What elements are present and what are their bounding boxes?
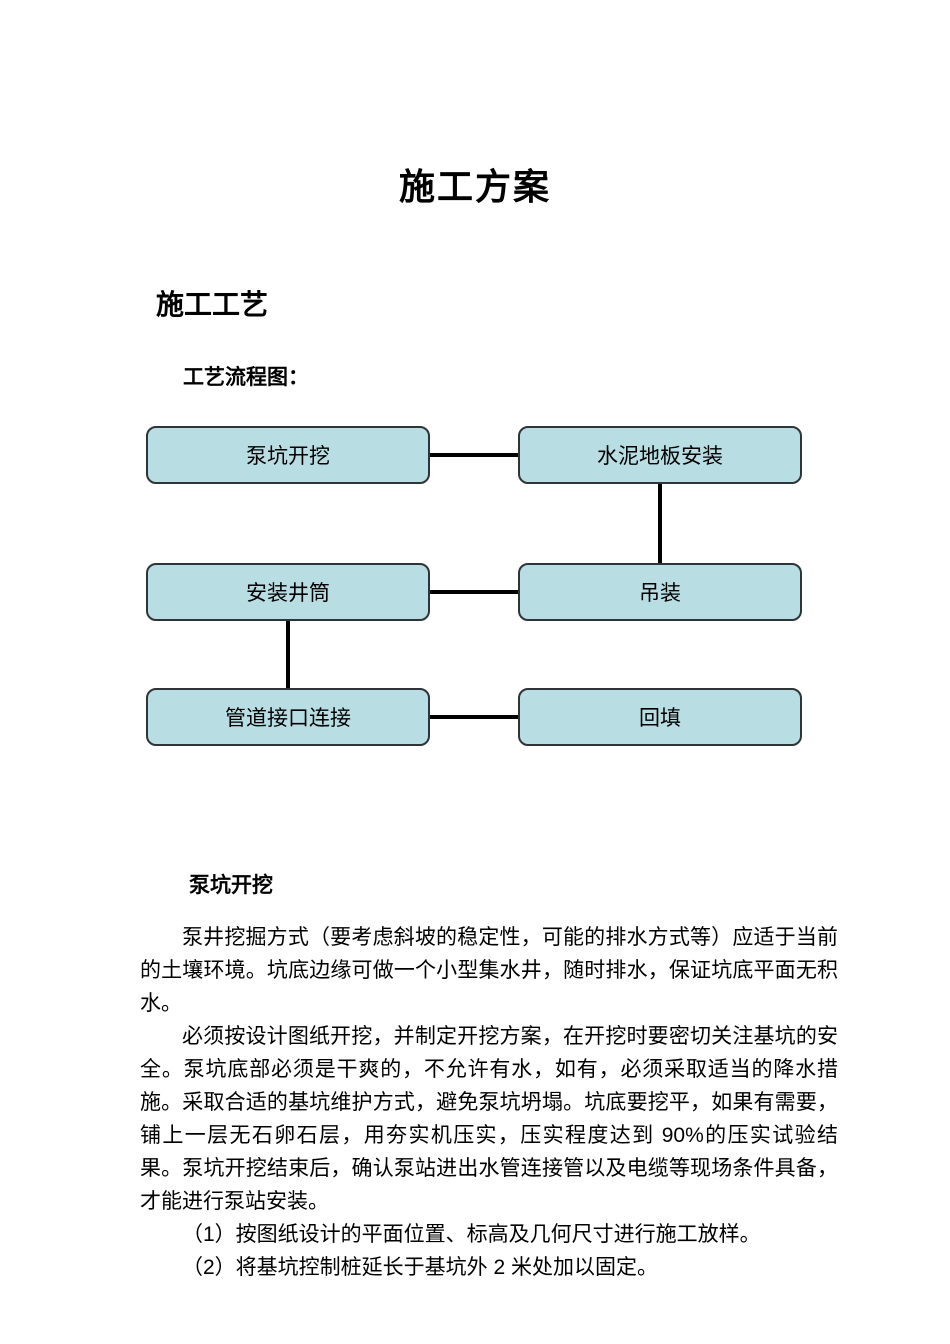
flowchart-caption: 工艺流程图： xyxy=(183,366,309,389)
flow-node-label: 安装井筒 xyxy=(246,582,330,605)
connector-excavation-to-cement-floor xyxy=(430,453,518,457)
flow-node-label: 回填 xyxy=(639,707,681,730)
body-text-block: 泵井挖掘方式（要考虑斜坡的稳定性，可能的排水方式等）应适于当前的土壤环境。坑底边… xyxy=(140,921,838,1284)
flow-node-backfill: 回填 xyxy=(518,688,802,746)
numbered-item: （2）将基坑控制桩延长于基坑外 2 米处加以固定。 xyxy=(182,1256,659,1279)
connector-shaft-to-pipe-joint xyxy=(286,621,290,688)
section-heading: 施工工艺 xyxy=(156,289,269,320)
numbered-item: （1）按图纸设计的平面位置、标高及几何尺寸进行施工放样。 xyxy=(182,1223,761,1246)
flow-node-shaft-install: 安装井筒 xyxy=(146,563,430,621)
flow-node-hoisting: 吊装 xyxy=(518,563,802,621)
flow-node-pump-pit-excavation: 泵坑开挖 xyxy=(146,426,430,484)
connector-cement-floor-to-hoisting xyxy=(658,484,662,563)
body-paragraph: 泵井挖掘方式（要考虑斜坡的稳定性，可能的排水方式等）应适于当前的土壤环境。坑底边… xyxy=(140,926,838,1015)
connector-shaft-to-hoisting xyxy=(430,590,518,594)
connector-pipe-joint-to-backfill xyxy=(430,715,518,719)
flow-node-label: 管道接口连接 xyxy=(225,707,351,730)
document-title: 施工方案 xyxy=(398,166,551,207)
flow-node-pipe-joint-connection: 管道接口连接 xyxy=(146,688,430,746)
flow-node-label: 泵坑开挖 xyxy=(246,445,330,468)
body-paragraph: 必须按设计图纸开挖，并制定开挖方案，在开挖时要密切关注基坑的安全。泵坑底部必须是… xyxy=(140,1025,838,1213)
flow-node-cement-floor-install: 水泥地板安装 xyxy=(518,426,802,484)
flow-node-label: 吊装 xyxy=(639,582,681,605)
body-subheading: 泵坑开挖 xyxy=(189,874,273,897)
flow-node-label: 水泥地板安装 xyxy=(597,445,723,468)
